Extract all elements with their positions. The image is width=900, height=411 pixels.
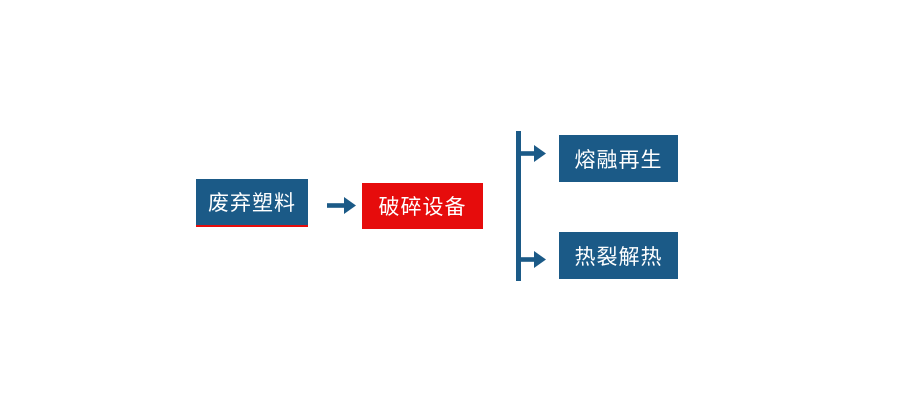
- node-melt-regeneration-label: 熔融再生: [574, 148, 663, 172]
- node-crushing-equipment: 破碎设备: [362, 183, 483, 229]
- node-waste-plastic-label: 废弃塑料: [208, 192, 296, 215]
- arrow-right-icon: [327, 195, 357, 216]
- node-waste-plastic: 废弃塑料: [196, 179, 308, 227]
- connector-bottom-arrowhead-icon: [534, 251, 546, 268]
- node-melt-regeneration: 熔融再生: [559, 135, 678, 182]
- node-crushing-equipment-label: 破碎设备: [378, 196, 467, 219]
- connector-top-arrowhead-icon: [534, 145, 546, 162]
- node-pyrolysis-heat-label: 热裂解热: [574, 245, 663, 269]
- connector-bottom-branch-line: [521, 257, 535, 262]
- branch-connector: [514, 131, 560, 281]
- connector-trunk-line: [516, 131, 521, 281]
- node-pyrolysis-heat: 热裂解热: [559, 232, 678, 279]
- connector-top-branch-line: [521, 151, 535, 156]
